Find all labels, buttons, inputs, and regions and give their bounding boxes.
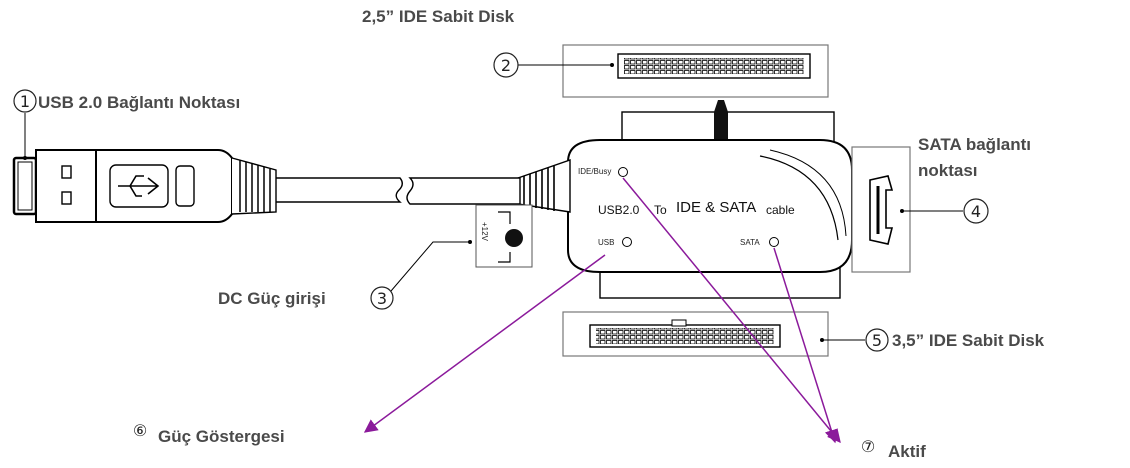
adapter-body: IDE/Busy USB2.0 To IDE & SATA cable USB …: [567, 100, 853, 299]
ide-25-disk: [562, 44, 829, 98]
led-ide-busy-indicator: [618, 167, 628, 177]
label-active: Aktif: [888, 442, 926, 461]
label-power-indicator: Güç Göstergesi: [158, 427, 285, 446]
product-cable: cable: [766, 203, 795, 217]
dc-jack: +12V: [475, 204, 533, 268]
led-usb-indicator: [622, 237, 632, 247]
callout-numbers: 1 2 3 4 5 ⑥ ⑦: [13, 52, 989, 456]
usb-cable: [274, 177, 521, 205]
indicator-arrows: [363, 177, 841, 444]
label-dc-input: DC Güç girişi: [218, 289, 326, 308]
led-sata-label: SATA: [740, 238, 760, 247]
product-to: To: [654, 203, 667, 217]
active-arrow-sata: [773, 247, 838, 444]
product-prefix: USB2.0: [598, 203, 640, 217]
callout-4-circle: [963, 198, 989, 224]
callout-5-circle: [865, 328, 889, 352]
callout-6: ⑥: [133, 421, 147, 440]
callout-2: 2: [501, 56, 511, 75]
power-indicator-arrow: [363, 254, 606, 433]
labels: 2,5” IDE Sabit Disk USB 2.0 Bağlantı Nok…: [38, 7, 1045, 461]
label-usb-port: USB 2.0 Bağlantı Noktası: [38, 93, 240, 112]
led-sata-indicator: [769, 237, 779, 247]
callout-3-circle: [370, 286, 394, 310]
leader-lines: [23, 63, 963, 342]
label-ide-25: 2,5” IDE Sabit Disk: [362, 7, 515, 26]
label-sata-line1: SATA bağlantı: [918, 135, 1031, 154]
dc-jack-label: +12V: [480, 222, 489, 242]
callout-2-circle: [493, 52, 519, 78]
active-arrow-ide: [622, 177, 841, 444]
led-ide-busy-label: IDE/Busy: [578, 167, 611, 176]
callout-1-circle: [13, 89, 37, 113]
product-ide-sata: IDE & SATA: [676, 199, 756, 216]
label-ide-35: 3,5” IDE Sabit Disk: [892, 331, 1045, 350]
callout-3: 3: [377, 289, 387, 308]
usb-plug: [12, 149, 277, 223]
callout-5: 5: [872, 331, 882, 350]
sata-connector: [851, 146, 911, 273]
led-usb-label: USB: [598, 238, 614, 247]
callout-1: 1: [20, 92, 30, 111]
cable-strain-relief: [517, 159, 571, 213]
ide-35-disk: [562, 311, 829, 357]
label-sata-line2: noktası: [918, 161, 978, 180]
callout-7: ⑦: [861, 437, 875, 456]
callout-4: 4: [971, 202, 981, 221]
